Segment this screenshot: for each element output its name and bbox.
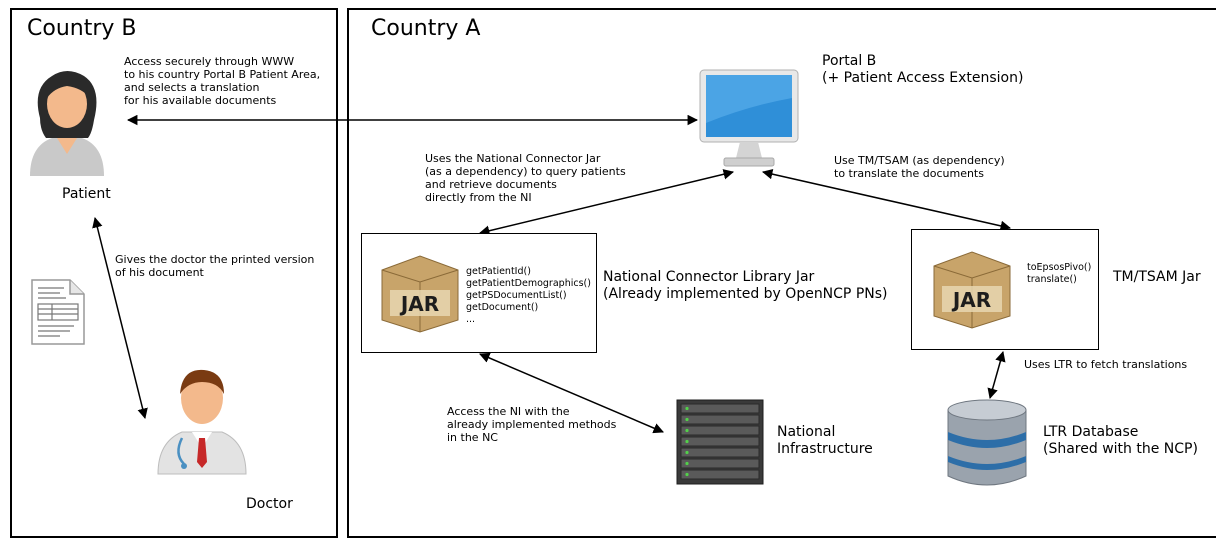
jar-text: JAR (951, 288, 991, 312)
server-rack-icon (676, 399, 764, 485)
patient-access-note: Access securely through WWW to his count… (124, 55, 321, 107)
arrow-tm-ltr (987, 350, 1006, 400)
country-b-title: Country B (27, 16, 137, 41)
ltr-usage-note: Uses LTR to fetch translations (1024, 358, 1188, 371)
country-a-title: Country A (371, 16, 481, 41)
connector-usage-note: Uses the National Connector Jar (as a de… (425, 152, 626, 204)
database-icon (947, 399, 1027, 486)
portal-title: Portal B (+ Patient Access Extension) (822, 53, 1024, 86)
tm-jar-title: TM/TSAM Jar (1113, 269, 1201, 285)
connector-jar-title: National Connector Library Jar (Already … (603, 269, 888, 302)
jar-package-icon: JAR (381, 255, 459, 333)
arrow-portal-connector (478, 169, 735, 236)
arrow-connector-ni (479, 352, 664, 434)
document-icon (31, 279, 85, 345)
arrow-patient-doctor (92, 216, 148, 420)
jar-package-icon: JAR (933, 251, 1011, 329)
ni-access-note: Access the NI with the already implement… (447, 405, 617, 444)
patient-gives-note: Gives the doctor the printed version of … (115, 253, 315, 279)
patient-label: Patient (62, 186, 111, 202)
connector-methods: getPatientId() getPatientDemographics() … (466, 266, 591, 325)
jar-text: JAR (399, 292, 439, 316)
doctor-label: Doctor (246, 496, 293, 512)
ni-title: National Infrastructure (777, 424, 873, 457)
tm-usage-note: Use TM/TSAM (as dependency) to translate… (834, 154, 1005, 180)
connector-jar-box: JAR getPatientId() getPatientDemographic… (361, 233, 597, 353)
patient-icon (30, 71, 104, 176)
tm-jar-box: JAR toEpsosPivo() translate() (911, 229, 1099, 350)
ltr-title: LTR Database (Shared with the NCP) (1043, 424, 1198, 457)
portal-monitor-icon (699, 69, 799, 167)
arrow-portal-tm (761, 168, 1012, 232)
doctor-icon (157, 369, 247, 475)
tm-methods: toEpsosPivo() translate() (1027, 262, 1092, 285)
